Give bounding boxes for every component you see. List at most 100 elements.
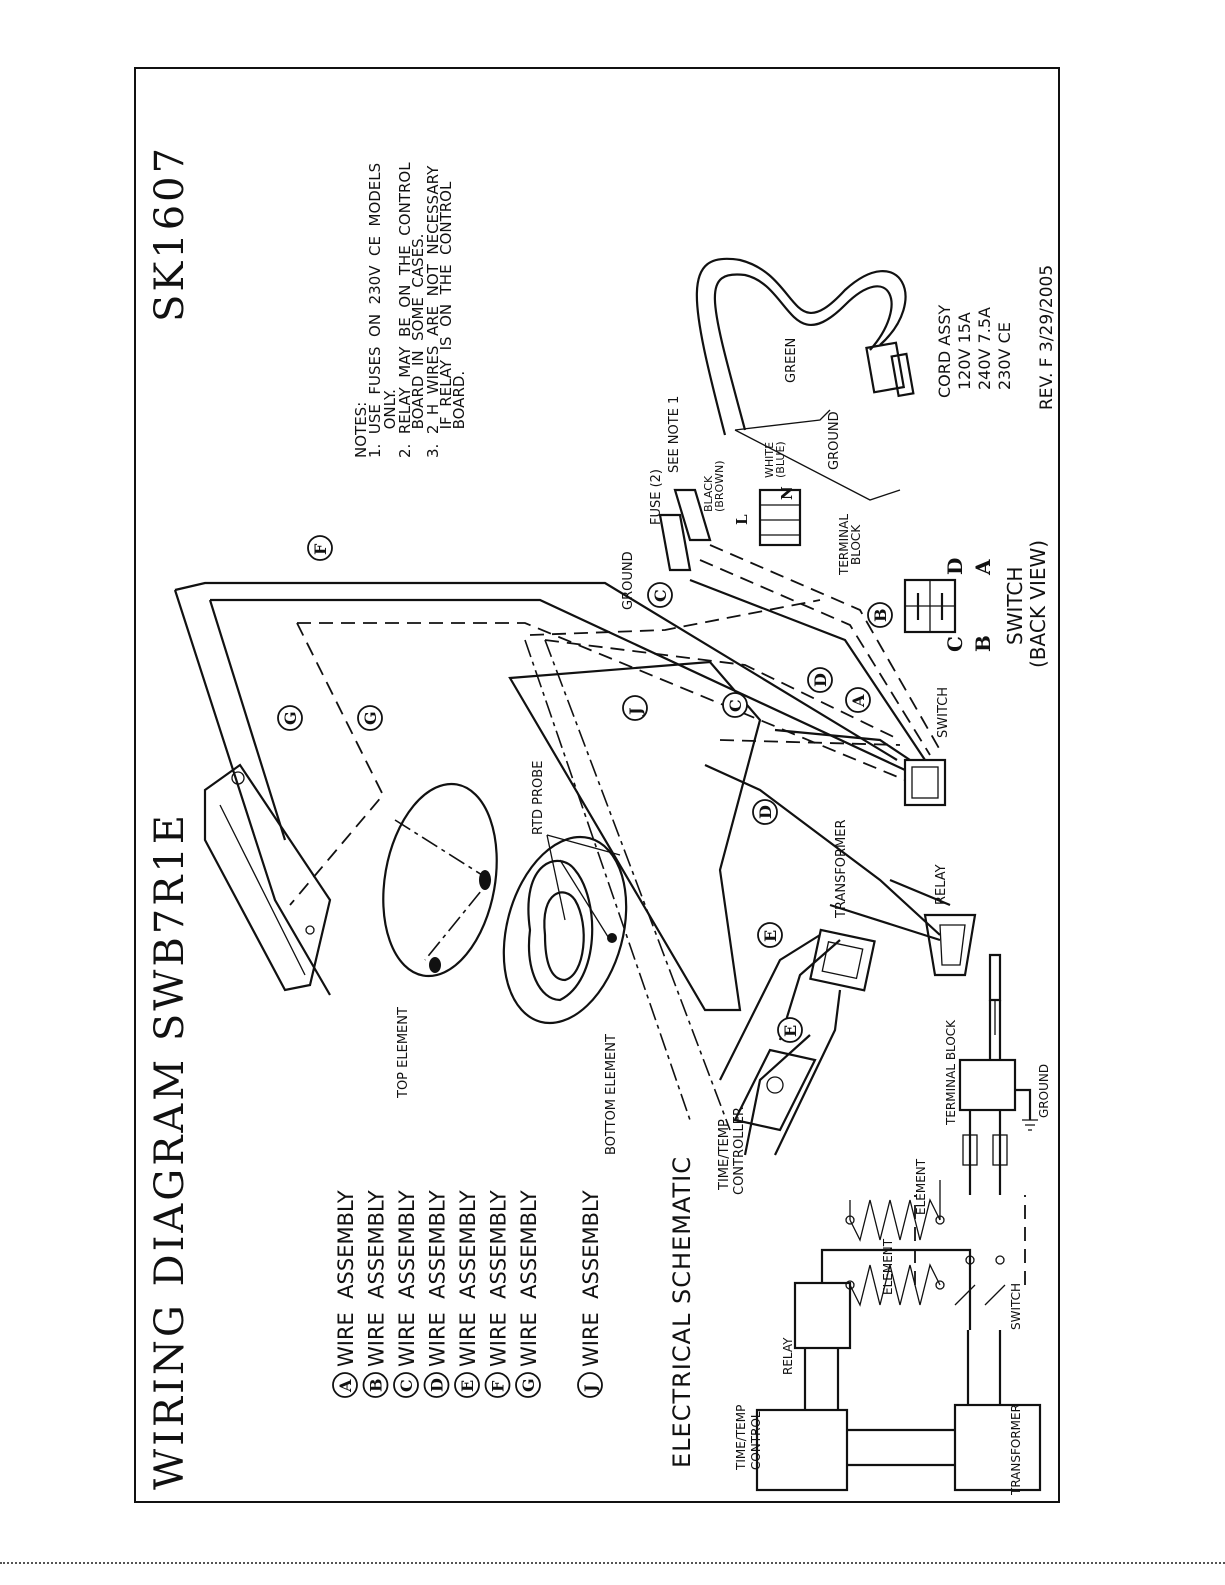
route-bubble	[722, 692, 748, 718]
route-bubble	[757, 922, 783, 948]
controller-label-2: CONTROLLER	[732, 1107, 747, 1195]
switch-pin-d: D	[943, 558, 967, 575]
route-bubble-letter: F	[311, 543, 330, 555]
legend-text: WIRE ASSEMBLY	[456, 1190, 480, 1367]
schematic-transformer-label: TRANSFORMER	[1009, 1404, 1023, 1496]
schematic-transformer-box	[953, 1403, 1042, 1492]
note-line: 2. RELAY MAY BE ON THE CONTROL	[396, 162, 414, 458]
switch-back-view-label-1: SWITCH	[1003, 567, 1027, 645]
schematic-ground-label: GROUND	[1037, 1064, 1051, 1118]
schematic-element-label-1: ELEMENT	[881, 1238, 895, 1295]
route-bubble-letter: D	[756, 805, 775, 819]
diagram-title: WIRING DIAGRAM SWB7R1E	[147, 812, 193, 1490]
legend-letter: B	[367, 1378, 386, 1392]
relay-label: RELAY	[934, 864, 949, 905]
route-bubble	[622, 695, 648, 721]
legend-text: WIRE ASSEMBLY	[334, 1190, 358, 1367]
route-bubble	[647, 582, 673, 608]
revision-label: REV. F 3/29/2005	[1037, 265, 1057, 410]
legend-bubble-e	[454, 1372, 480, 1398]
route-bubble	[357, 705, 383, 731]
switch-back-view: C D B A SWITCH (BACK VIEW)	[903, 540, 1050, 668]
route-bubble-letter: E	[761, 930, 780, 942]
route-bubble	[777, 1017, 803, 1043]
top-element-bracket	[203, 763, 332, 992]
schematic-terminal-block-box	[958, 1058, 1017, 1112]
transformer-label: TRANSFORMER	[834, 819, 849, 919]
route-bubble-letter: C	[651, 589, 670, 602]
wire-routes	[173, 257, 951, 1156]
rtd-probe-label: RTD PROBE	[531, 761, 546, 835]
route-bubble-letter: G	[361, 711, 380, 725]
schematic-terminal-block-label: TERMINAL BLOCK	[944, 1019, 958, 1126]
wire-route-bubbles: F G G C B A D J C D E E	[277, 535, 893, 1043]
route-bubble-letter: C	[726, 699, 745, 712]
cord-plug	[865, 341, 915, 398]
legend-letter: F	[489, 1380, 508, 1392]
fuse-label-2: SEE NOTE 1	[667, 396, 682, 473]
black-wire-label-1: BLACK	[702, 475, 715, 512]
terminal-n-label: N	[778, 486, 796, 500]
legend-text: WIRE ASSEMBLY	[517, 1190, 541, 1367]
diagram-labels: TOP ELEMENT BOTTOM ELEMENT RTD PROBE TRA…	[396, 338, 951, 1195]
legend-text: WIRE ASSEMBLY	[487, 1190, 511, 1367]
note-line: BOARD IN SOME CASES.	[409, 234, 427, 458]
schematic-relay-label: RELAY	[781, 1337, 795, 1375]
notes-heading: NOTES:	[352, 402, 370, 458]
legend-bubble-d	[423, 1372, 450, 1398]
legend-bubble-c	[393, 1372, 419, 1398]
route-bubble-letter: B	[871, 608, 890, 622]
schematic-switch-label: SWITCH	[1009, 1283, 1023, 1330]
legend-text: WIRE ASSEMBLY	[579, 1190, 603, 1367]
legend-text: WIRE ASSEMBLY	[365, 1190, 389, 1367]
route-bubble	[752, 799, 778, 825]
route-bubble-letter: J	[626, 707, 645, 717]
switch-label: SWITCH	[936, 687, 951, 738]
fuse-holders	[658, 488, 712, 572]
switch-back-view-label-2: (BACK VIEW)	[1026, 540, 1050, 668]
cord-assy-line-2: 240V 7.5A	[975, 307, 994, 390]
electrical-schematic: TIME/TEMP CONTROL RELAY TRANSFORMER SWIT…	[734, 1000, 1051, 1496]
note-line: BOARD.	[450, 371, 468, 458]
legend-letter: C	[397, 1379, 416, 1392]
schematic-time-temp-label-1: TIME/TEMP	[734, 1405, 748, 1471]
top-element	[382, 782, 498, 978]
legend-bubble-a	[332, 1372, 358, 1398]
fuse-label-1: FUSE (2)	[649, 469, 664, 525]
model-code: SK1607	[147, 145, 193, 322]
ground-label-2: GROUND	[827, 411, 842, 470]
route-bubble-letter: A	[849, 694, 868, 708]
route-bubble-letter: E	[781, 1025, 800, 1037]
controller-label-1: TIME/TEMP	[717, 1119, 732, 1191]
note-line: 1. USE FUSES ON 230V CE MODELS	[366, 163, 384, 458]
route-bubble	[807, 667, 833, 693]
cord-assembly-info: CORD ASSY 120V 15A 240V 7.5A 230V CE	[935, 304, 1014, 398]
time-temp-controller	[733, 1048, 817, 1132]
schematic-relay-box	[793, 1281, 852, 1350]
schematic-time-temp-label-2: CONTROL	[749, 1411, 763, 1470]
white-wire-label-2: (BLUE)	[774, 441, 787, 478]
schematic-heading: ELECTRICAL SCHEMATIC	[668, 1156, 696, 1468]
legend-letter: D	[428, 1378, 447, 1392]
bottom-element	[502, 835, 628, 1025]
route-bubble-letter: D	[811, 673, 830, 687]
switch	[903, 758, 947, 807]
note-line: IF RELAY IS ON THE CONTROL	[437, 181, 455, 458]
switch-pin-a: A	[971, 559, 995, 576]
bottom-element-label: BOTTOM ELEMENT	[604, 1034, 619, 1155]
route-bubble-letter: G	[281, 711, 300, 725]
white-wire-label-1: WHITE	[763, 442, 776, 478]
schematic-time-temp-control-box	[755, 1408, 849, 1492]
green-wire-label: GREEN	[784, 338, 799, 383]
route-bubble	[867, 602, 893, 628]
switch-pin-b: B	[971, 635, 995, 652]
black-wire-label-2: (BROWN)	[713, 460, 726, 512]
rtd-probe-line	[546, 834, 621, 856]
legend-letter: E	[458, 1380, 477, 1392]
drawing-border	[134, 67, 1060, 1503]
legend-letter: G	[519, 1378, 538, 1392]
terminal-block-label-2: BLOCK	[849, 524, 863, 565]
relay	[923, 913, 977, 977]
